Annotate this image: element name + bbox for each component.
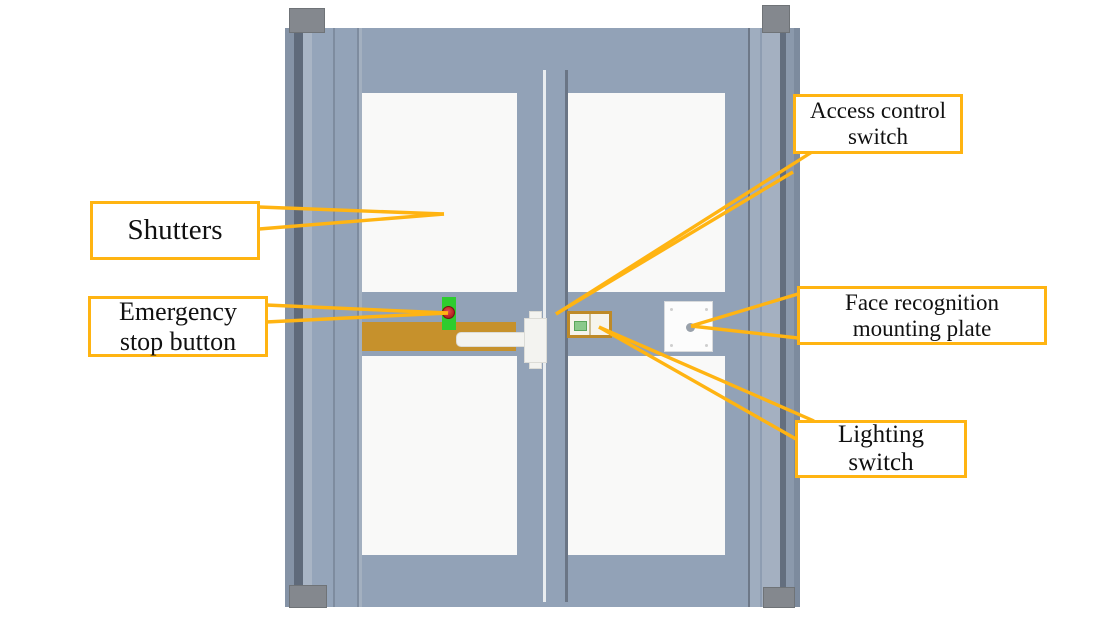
emergency-stop-button[interactable]: [442, 306, 455, 319]
callout-emergency-line2: stop button: [119, 326, 237, 356]
shutter-panel-top-right: [568, 93, 725, 292]
door-handle-mount: [524, 318, 547, 363]
frame-corner-cap-top-left: [289, 8, 325, 33]
callout-lighting-switch: Lighting switch: [795, 420, 967, 478]
shutter-panel-top-left: [362, 93, 517, 292]
switch-indicator-sticker: [574, 321, 587, 331]
callout-shutters: Shutters: [90, 201, 260, 260]
shutter-panel-bottom-right: [568, 356, 725, 555]
shutter-panel-bottom-left: [362, 356, 517, 555]
access-control-switch[interactable]: [570, 314, 589, 335]
door-center-gap-shadow: [565, 70, 568, 602]
callout-shutters-text: Shutters: [127, 214, 223, 247]
mounting-plate-hole: [686, 323, 695, 332]
door-frame-right-post: [723, 28, 800, 607]
mounting-plate-screw-dot: [705, 344, 708, 347]
door-handle-bar[interactable]: [456, 332, 532, 347]
callout-face-recognition-mounting-plate: Face recognition mounting plate: [797, 286, 1047, 345]
callout-emergency-stop-button: Emergency stop button: [88, 296, 268, 357]
callout-access-control-switch: Access control switch: [793, 94, 963, 154]
mounting-plate-screw-dot: [670, 308, 673, 311]
callout-access-line1: Access control: [809, 98, 947, 124]
callout-face-line2: mounting plate: [852, 315, 992, 341]
door-frame-left-post: [285, 28, 362, 607]
frame-corner-cap-bottom-right: [763, 587, 795, 608]
frame-corner-cap-bottom-left: [289, 585, 327, 608]
callout-access-line2: switch: [847, 124, 909, 149]
face-recognition-mounting-plate: [664, 301, 713, 352]
callout-lighting-line1: Lighting: [837, 421, 925, 448]
wall-switch-panel: [567, 311, 612, 338]
lighting-switch[interactable]: [588, 314, 609, 335]
callout-emergency-line1: Emergency: [119, 297, 237, 327]
frame-corner-cap-top-right: [762, 5, 790, 33]
mounting-plate-screw-dot: [670, 344, 673, 347]
callout-face-line1: Face recognition: [845, 289, 999, 315]
callout-lighting-line2: switch: [848, 449, 914, 476]
mounting-plate-screw-dot: [705, 308, 708, 311]
